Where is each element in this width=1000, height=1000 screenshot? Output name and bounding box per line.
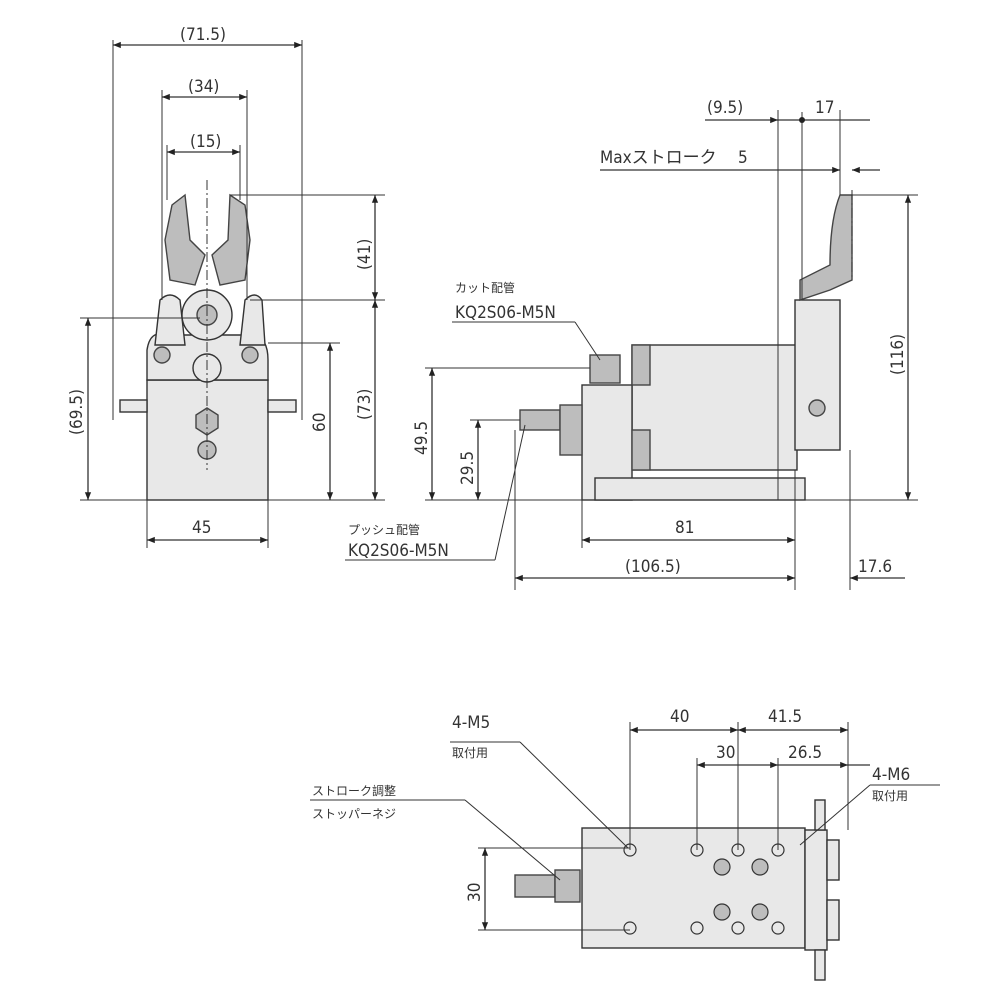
- dim-base-width: 45: [192, 518, 211, 538]
- dim-cut-port-height: 49.5: [412, 421, 432, 455]
- front-view: (71.5) (34) (15) (41) (69.5) 60 (73) 45: [67, 25, 385, 548]
- stopper-sub: ストッパーネジ: [312, 807, 396, 821]
- dim-blade-height: (41): [355, 239, 375, 270]
- dim-center-height: (69.5): [67, 389, 87, 435]
- dim-jaw-gap: (15): [190, 132, 221, 152]
- cut-port-part: KQ2S06-M5N: [455, 303, 556, 323]
- bottom-view: 40 41.5 30 26.5 30 4-M5 取付用 4-M6 取付用 ストロ…: [310, 707, 940, 981]
- dim-overall-length: (106.5): [625, 557, 681, 577]
- dim-offset: (9.5): [707, 98, 743, 118]
- push-port-part: KQ2S06-M5N: [348, 541, 449, 561]
- dim-overall-height: (116): [888, 334, 908, 375]
- dim-base-length: 81: [675, 518, 694, 538]
- m5-label: 4-M5: [452, 713, 490, 733]
- dim-body-height: 60: [310, 413, 330, 432]
- max-stroke-label: Maxストローク: [600, 148, 717, 168]
- dim-front-offset: 17.6: [858, 557, 892, 577]
- dim-jaw-width: (34): [188, 77, 219, 97]
- m6-label: 4-M6: [872, 765, 910, 785]
- dim-hole-pitch-c: 30: [716, 743, 735, 763]
- cut-port-label: カット配管: [455, 280, 515, 295]
- dim-hole-pitch-d: 26.5: [788, 743, 822, 763]
- m5-sub: 取付用: [452, 746, 488, 760]
- dim-hole-pitch-b: 41.5: [768, 707, 802, 727]
- dim-blade-depth: 17: [815, 98, 834, 118]
- dim-overall-lower: (73): [355, 389, 375, 420]
- dim-hole-pitch-a: 40: [670, 707, 689, 727]
- m6-sub: 取付用: [872, 789, 908, 803]
- dim-width: 30: [465, 883, 485, 902]
- side-view: (9.5) 17 Maxストローク 5 (116) 49.5 29.5 81 (…: [345, 98, 918, 590]
- push-port-label: プッシュ配管: [348, 522, 420, 537]
- dim-max-stroke: 5: [738, 148, 748, 168]
- dim-width-overall: (71.5): [180, 25, 226, 45]
- stopper-label: ストローク調整: [312, 783, 396, 798]
- dim-push-port-height: 29.5: [458, 451, 478, 485]
